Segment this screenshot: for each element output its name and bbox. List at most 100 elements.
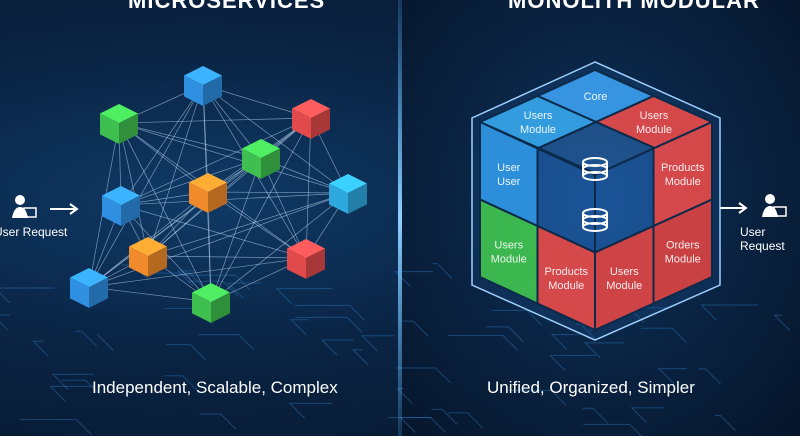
circuit-trace bbox=[448, 335, 519, 351]
right-caption: Unified, Organized, Simpler bbox=[487, 378, 695, 397]
circuit-trace bbox=[51, 373, 95, 390]
right-title: MONOLITH MODULAR bbox=[508, 0, 760, 13]
label-line: Users bbox=[640, 110, 669, 122]
circuit-trace bbox=[20, 419, 92, 436]
label-line: Module bbox=[606, 280, 642, 292]
circuit-trace bbox=[582, 407, 609, 424]
arrow-right-icon bbox=[50, 203, 79, 215]
circuit-trace bbox=[295, 316, 363, 333]
service-cube bbox=[184, 66, 222, 106]
cube-right bbox=[121, 195, 140, 226]
divider bbox=[398, 0, 402, 436]
circuit-trace bbox=[320, 339, 354, 356]
circuit-trace bbox=[61, 379, 101, 396]
cube-right bbox=[208, 182, 227, 213]
circuit-trace bbox=[143, 272, 205, 289]
left-user-request-label: User Request bbox=[0, 225, 68, 239]
cube-right bbox=[348, 183, 367, 214]
service-cube bbox=[70, 268, 108, 308]
circuit-trace bbox=[294, 304, 366, 321]
circuit-trace bbox=[550, 334, 581, 351]
label-line: Module bbox=[548, 280, 584, 292]
label-line: Products bbox=[545, 266, 589, 278]
cube-right bbox=[311, 108, 330, 139]
service-cube bbox=[242, 139, 280, 179]
cube-right bbox=[261, 148, 280, 179]
connection-line bbox=[210, 192, 349, 303]
label-line: Module bbox=[636, 124, 672, 136]
connection-line bbox=[118, 122, 262, 159]
circuit-trace bbox=[166, 344, 206, 360]
circuit-trace bbox=[164, 375, 198, 392]
cube-left bbox=[129, 246, 148, 277]
circuit-trace bbox=[199, 413, 237, 430]
connection-line bbox=[118, 122, 349, 194]
cube-right bbox=[203, 75, 222, 106]
circuit-trace bbox=[49, 385, 95, 402]
circuit-trace bbox=[486, 326, 524, 343]
user-laptop-icon bbox=[762, 194, 787, 217]
right-user-request-label: User Request bbox=[740, 225, 785, 253]
label-line: Module bbox=[491, 254, 527, 266]
left-caption: Independent, Scalable, Complex bbox=[92, 378, 338, 397]
cube-left bbox=[287, 248, 306, 279]
circuit-trace bbox=[75, 330, 98, 347]
service-cube bbox=[329, 174, 367, 214]
connection-line bbox=[88, 157, 262, 288]
circuit-trace bbox=[360, 335, 395, 352]
label-line: Users bbox=[610, 266, 639, 278]
circuit-trace bbox=[275, 288, 333, 305]
label-line: User bbox=[497, 176, 521, 188]
circuit-trace bbox=[0, 287, 55, 304]
label-line: Module bbox=[665, 176, 701, 188]
cube-left bbox=[70, 277, 89, 308]
cube-right bbox=[119, 113, 138, 144]
cube-left bbox=[100, 113, 119, 144]
arrow-right-icon bbox=[720, 202, 748, 214]
circuit-trace bbox=[583, 423, 642, 436]
cube-left bbox=[189, 182, 208, 213]
connection-line bbox=[207, 191, 349, 194]
cube-right bbox=[211, 292, 230, 323]
connection-line bbox=[88, 84, 204, 288]
circuit-trace bbox=[773, 314, 791, 331]
service-cube bbox=[100, 104, 138, 144]
circuit-trace bbox=[176, 274, 251, 291]
circuit-trace bbox=[399, 416, 432, 433]
service-cube bbox=[287, 239, 325, 279]
circuit-trace bbox=[289, 319, 310, 336]
service-cube bbox=[192, 283, 230, 323]
cube-left bbox=[292, 108, 311, 139]
service-cube bbox=[189, 173, 227, 213]
connection-line bbox=[120, 204, 307, 259]
circuit-trace bbox=[630, 407, 665, 424]
connection-line bbox=[305, 117, 312, 259]
circuit-trace bbox=[548, 354, 597, 371]
connection-line bbox=[88, 257, 307, 288]
circuit-trace bbox=[698, 368, 721, 385]
circuit-trace bbox=[432, 263, 453, 279]
circuit-trace bbox=[448, 412, 483, 429]
left-title: MICROSERVICES bbox=[128, 0, 326, 13]
cube-left bbox=[192, 292, 211, 323]
circuit-trace bbox=[395, 367, 451, 384]
connection-line bbox=[147, 255, 307, 259]
circuit-trace bbox=[714, 415, 736, 431]
cube-left bbox=[242, 148, 261, 179]
cube-left bbox=[329, 183, 348, 214]
service-cube bbox=[292, 99, 330, 139]
circuit-trace bbox=[176, 270, 196, 287]
circuit-trace bbox=[657, 368, 687, 385]
circuit-trace bbox=[431, 408, 458, 425]
cube-left bbox=[102, 195, 121, 226]
user-laptop-icon bbox=[12, 195, 37, 218]
connection-line bbox=[118, 117, 312, 124]
circuit-trace bbox=[387, 417, 446, 433]
